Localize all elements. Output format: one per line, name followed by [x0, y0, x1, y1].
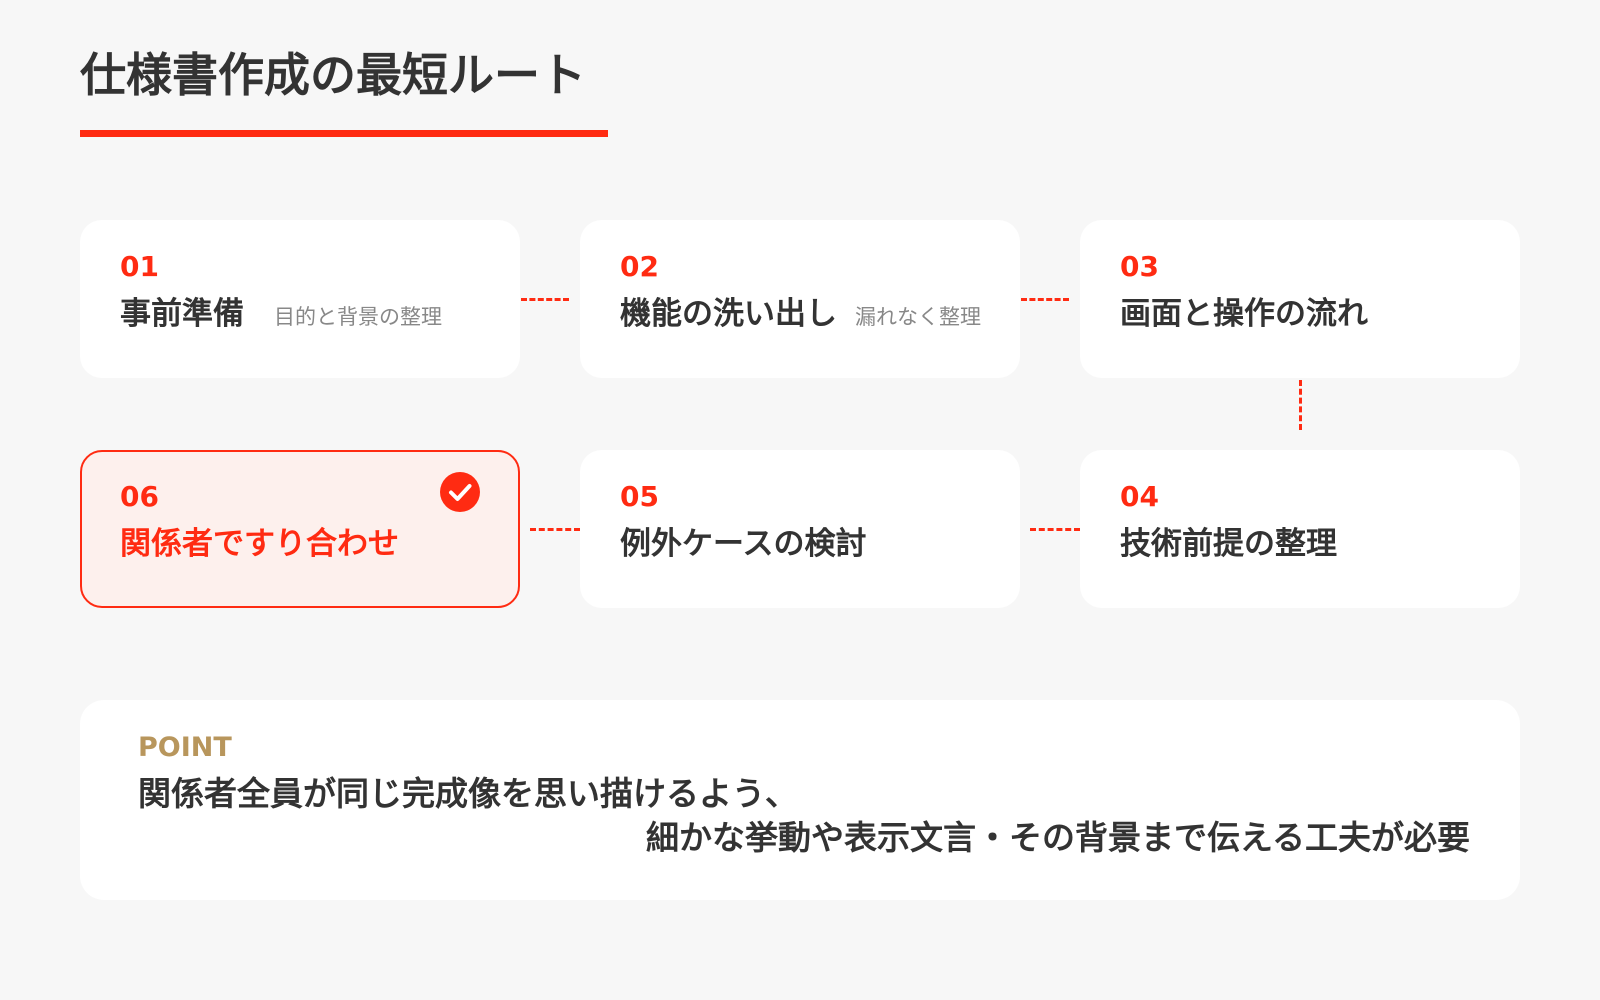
step-subtitle: 漏れなく整理 — [855, 305, 981, 329]
step-title: 例外ケースの検討 — [620, 526, 866, 563]
point-text-line2: 細かな挙動や表示文言・その背景まで伝える工夫が必要 — [645, 818, 1470, 857]
step-title: 機能の洗い出し 漏れなく整理 — [620, 296, 981, 333]
step-number: 02 — [620, 250, 659, 283]
connector-04-05 — [1030, 528, 1080, 531]
step-card-02: 02 機能の洗い出し 漏れなく整理 — [580, 220, 1020, 378]
step-card-04: 04 技術前提の整理 — [1080, 450, 1520, 608]
step-card-06: 06 関係者ですり合わせ — [80, 450, 520, 608]
connector-01-02 — [521, 298, 569, 301]
step-title-text: 事前準備 — [120, 296, 244, 332]
step-number: 03 — [1120, 250, 1159, 283]
point-label: POINT — [138, 732, 232, 763]
step-title-text: 技術前提の整理 — [1120, 526, 1337, 562]
title-underline — [80, 130, 608, 137]
step-title: 事前準備 目的と背景の整理 — [120, 296, 442, 333]
connector-03-04 — [1299, 380, 1302, 430]
connector-05-06 — [530, 528, 580, 531]
step-number: 01 — [120, 250, 159, 283]
page-title: 仕様書作成の最短ルート — [80, 48, 586, 102]
check-circle-icon — [440, 472, 480, 512]
step-title-text: 関係者ですり合わせ — [120, 526, 399, 562]
step-subtitle: 目的と背景の整理 — [274, 305, 442, 329]
step-card-03: 03 画面と操作の流れ — [1080, 220, 1520, 378]
step-title-text: 画面と操作の流れ — [1120, 296, 1368, 332]
point-box: POINT 関係者全員が同じ完成像を思い描けるよう、 細かな挙動や表示文言・その… — [80, 700, 1520, 900]
step-title: 技術前提の整理 — [1120, 526, 1337, 563]
step-number: 05 — [620, 480, 659, 513]
step-card-01: 01 事前準備 目的と背景の整理 — [80, 220, 520, 378]
connector-02-03 — [1021, 298, 1069, 301]
step-card-05: 05 例外ケースの検討 — [580, 450, 1020, 608]
point-text-line1: 関係者全員が同じ完成像を思い描けるよう、 — [138, 774, 798, 813]
step-number: 06 — [120, 480, 159, 513]
step-title-text: 例外ケースの検討 — [620, 526, 867, 562]
step-title: 画面と操作の流れ — [1120, 296, 1368, 333]
step-title: 関係者ですり合わせ — [120, 526, 399, 563]
step-number: 04 — [1120, 480, 1159, 513]
step-title-text: 機能の洗い出し — [620, 296, 837, 332]
